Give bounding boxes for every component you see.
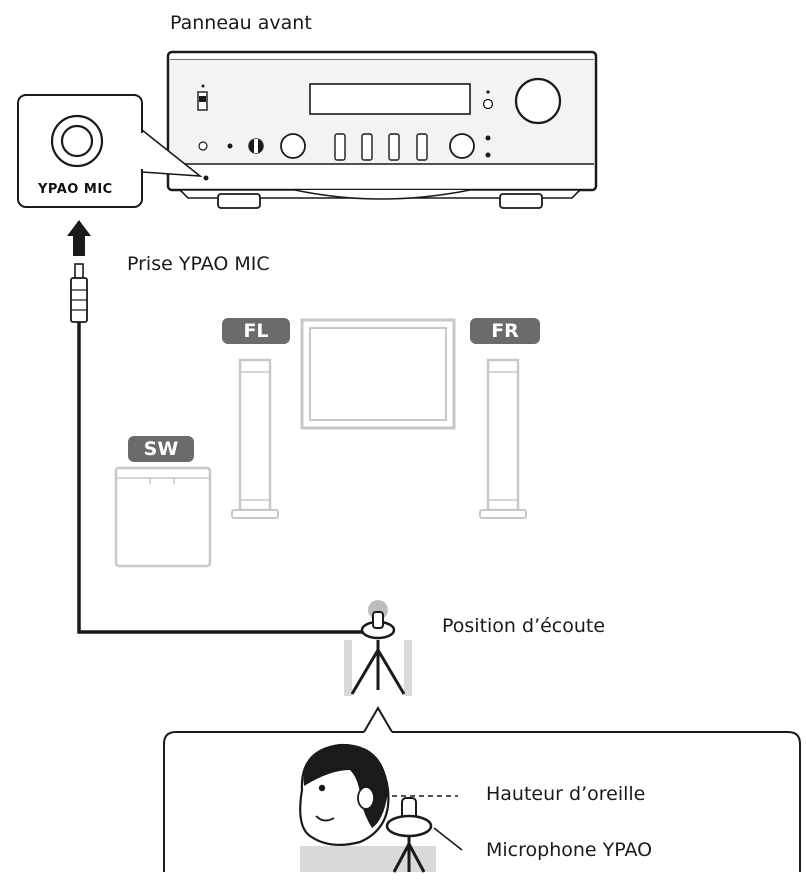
speaker-front-right	[479, 358, 527, 519]
mic-port-label: YPAO MIC	[38, 182, 113, 197]
television	[300, 318, 456, 430]
jack-label: Prise YPAO MIC	[127, 253, 270, 275]
front-panel-label: Panneau avant	[170, 12, 312, 34]
foot-left	[217, 193, 261, 209]
connection-arrow	[67, 220, 91, 256]
speaker-front-left	[231, 358, 279, 519]
tone-control	[361, 133, 373, 161]
ypao-mic-callout	[17, 94, 203, 208]
microphone-leader-line	[433, 827, 463, 851]
mic-plug	[70, 263, 88, 323]
listening-position-mic	[344, 600, 412, 696]
subwoofer	[114, 466, 212, 568]
detail-microphone	[385, 797, 433, 873]
speaker-tag-fl: FL	[222, 318, 290, 344]
detail-callout	[163, 706, 801, 872]
mic-port-inner	[60, 124, 94, 158]
volume-knob	[514, 77, 562, 125]
tone-control	[416, 133, 428, 161]
ear-height-label: Hauteur d’oreille	[486, 783, 646, 805]
ypao-jack-dot	[203, 175, 209, 181]
foot-right	[499, 193, 543, 209]
listening-position-label: Position d’écoute	[442, 615, 606, 637]
listener-head	[299, 743, 436, 872]
display-window	[309, 83, 471, 115]
amplifier	[166, 50, 598, 209]
speaker-tag-fr: FR	[470, 318, 540, 344]
mic-cable	[77, 322, 368, 634]
right-knob	[449, 133, 475, 159]
speaker-tag-sw: SW	[128, 436, 194, 462]
tone-control	[334, 133, 346, 161]
microphone-label: Microphone YPAO	[486, 839, 653, 861]
left-knob	[280, 133, 306, 159]
tone-control	[388, 133, 400, 161]
